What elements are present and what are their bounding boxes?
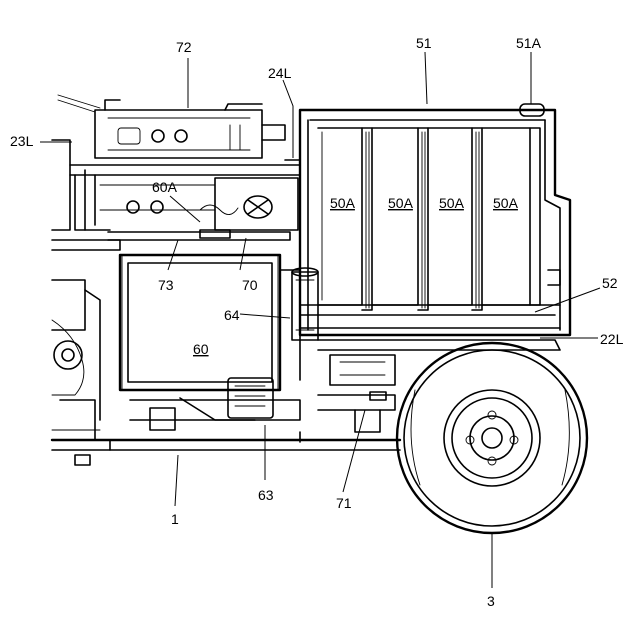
label-50A-3: 50A bbox=[439, 195, 465, 211]
battery-60 bbox=[120, 255, 300, 390]
label-52: 52 bbox=[602, 275, 618, 291]
front-wheel bbox=[397, 343, 587, 533]
label-50A-1: 50A bbox=[330, 195, 356, 211]
label-72: 72 bbox=[176, 39, 192, 55]
label-64: 64 bbox=[224, 307, 240, 323]
battery-cells bbox=[318, 128, 540, 310]
label-60A: 60A bbox=[152, 179, 178, 195]
label-50A-2: 50A bbox=[388, 195, 414, 211]
leader-lines bbox=[40, 52, 600, 588]
component-64 bbox=[292, 268, 318, 340]
component-70 bbox=[200, 178, 298, 238]
control-box bbox=[58, 95, 285, 158]
label-1: 1 bbox=[171, 511, 179, 527]
label-22L: 22L bbox=[600, 331, 624, 347]
label-23L: 23L bbox=[10, 133, 34, 149]
label-73: 73 bbox=[158, 277, 174, 293]
label-51A: 51A bbox=[516, 35, 542, 51]
label-3: 3 bbox=[487, 593, 495, 609]
label-63: 63 bbox=[258, 487, 274, 503]
left-lower-mechanism bbox=[52, 280, 100, 465]
reference-labels: 72 51 51A 24L 23L 60A 50A 50A 50A 50A 52… bbox=[10, 35, 624, 609]
label-70: 70 bbox=[242, 277, 258, 293]
front-structure bbox=[318, 340, 560, 432]
label-51: 51 bbox=[416, 35, 432, 51]
label-24L: 24L bbox=[268, 65, 292, 81]
label-71: 71 bbox=[336, 495, 352, 511]
label-50A-4: 50A bbox=[493, 195, 519, 211]
label-60: 60 bbox=[193, 341, 209, 357]
